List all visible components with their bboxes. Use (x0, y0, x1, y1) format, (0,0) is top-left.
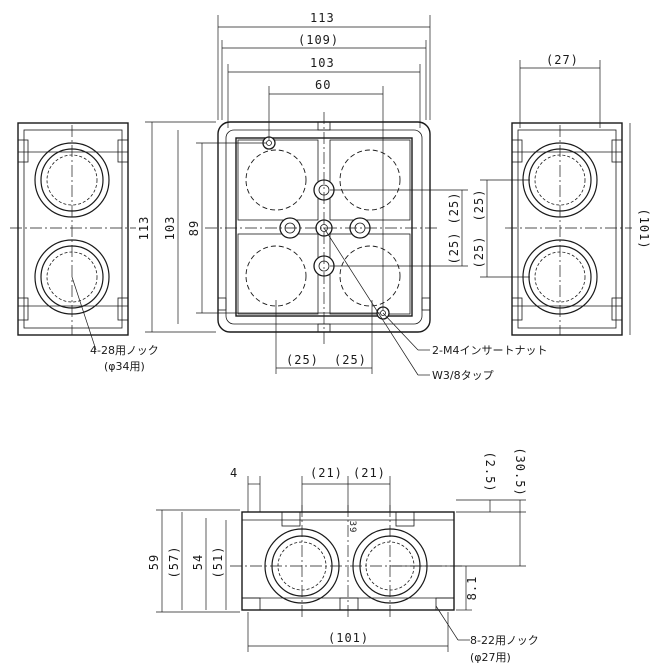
dim-25-bottom-b: (25) (334, 353, 367, 367)
front-view (205, 112, 440, 345)
dim-57: (57) (167, 546, 181, 579)
note-knock-22-sub: (φ27用) (470, 651, 511, 664)
dim-101-right: (101) (637, 208, 651, 249)
dim-8-1: 8.1 (465, 576, 479, 601)
dim-103-top: 103 (310, 56, 335, 70)
note-knock-28: 4-28用ノック (90, 344, 159, 357)
note-knock-28-sub: (φ34用) (104, 360, 145, 373)
dimension-lines (71, 15, 631, 652)
dim-101-bottom: (101) (328, 631, 369, 645)
left-side-view (10, 122, 136, 336)
right-side-view (505, 122, 632, 336)
back-knockout-1 (245, 149, 307, 211)
dim-60: 60 (315, 78, 331, 92)
dim-30-5: (30.5) (513, 447, 527, 496)
dim-109: (109) (298, 33, 339, 47)
note-tap: W3/8タップ (432, 369, 494, 382)
back-knockout-2 (339, 149, 401, 211)
dim-54: 54 (191, 554, 205, 570)
dim-103-left: 103 (163, 216, 177, 241)
back-knockout-4 (339, 245, 401, 307)
dim-113-top: 113 (310, 11, 335, 25)
dim-39: 39 (347, 521, 357, 534)
dim-51: (51) (211, 546, 225, 579)
dim-113-left: 113 (137, 216, 151, 241)
dim-21-a: (21) (310, 466, 343, 480)
dim-89: 89 (187, 220, 201, 236)
back-knockout-3 (245, 245, 307, 307)
dimension-labels: 113 (109) 103 60 (27) 113 103 89 (25) (2… (137, 11, 651, 645)
dim-27: (27) (546, 53, 579, 67)
dim-25-b: (25) (447, 232, 461, 265)
dim-2-5: (2.5) (483, 451, 497, 492)
dim-25-c: (25) (472, 189, 486, 222)
dim-25-d: (25) (472, 236, 486, 269)
note-knock-22: 8-22用ノック (470, 634, 539, 647)
dim-21-b: (21) (353, 466, 386, 480)
dim-25-a: (25) (447, 192, 461, 225)
dim-25-bottom-a: (25) (286, 353, 319, 367)
note-insert-nut: 2-M4インサートナット (432, 344, 547, 357)
notes: 2-M4インサートナット W3/8タップ 4-28用ノック (φ34用) 8-2… (90, 344, 547, 664)
dim-4: 4 (230, 466, 238, 480)
dim-59: 59 (147, 554, 161, 570)
